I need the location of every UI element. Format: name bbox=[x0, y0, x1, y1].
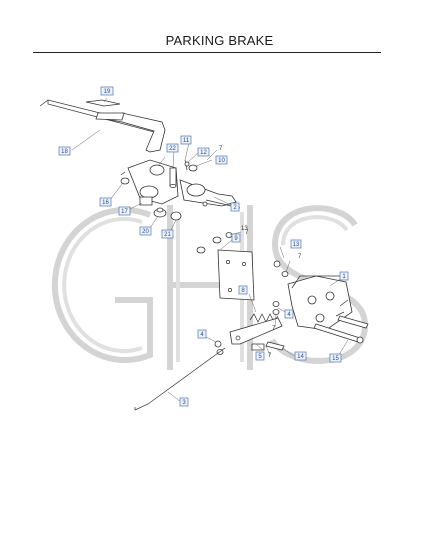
nut-10 bbox=[188, 164, 198, 172]
leader-lines bbox=[71, 97, 349, 403]
brake-rod-18 bbox=[39, 99, 166, 153]
bolt-15 bbox=[313, 315, 369, 344]
label-7-c: 7 bbox=[298, 254, 302, 260]
brake-bracket-1 bbox=[287, 275, 353, 331]
label-7-b: 7 bbox=[245, 230, 249, 236]
grip-cover-19 bbox=[85, 99, 121, 107]
bushing-16 bbox=[120, 171, 130, 185]
svg-text:8: 8 bbox=[241, 288, 245, 294]
svg-text:14: 14 bbox=[297, 354, 304, 360]
svg-text:10: 10 bbox=[218, 158, 225, 164]
svg-text:3: 3 bbox=[182, 400, 186, 406]
svg-text:4: 4 bbox=[200, 332, 204, 338]
pull-rod-3 bbox=[134, 347, 226, 411]
callout-16: 16 bbox=[99, 197, 112, 207]
callout-21: 21 bbox=[161, 229, 174, 239]
svg-text:12: 12 bbox=[200, 150, 207, 156]
hardware-13 bbox=[196, 232, 289, 277]
svg-text:5: 5 bbox=[258, 354, 262, 360]
callout-10: 10 bbox=[215, 155, 228, 165]
callout-18: 18 bbox=[58, 146, 71, 156]
callout-20: 20 bbox=[139, 226, 152, 236]
washer-21 bbox=[170, 211, 182, 221]
mount-plate-9 bbox=[217, 249, 255, 301]
svg-text:17: 17 bbox=[121, 209, 128, 215]
callout-22: 22 bbox=[166, 143, 179, 153]
svg-text:22: 22 bbox=[169, 146, 176, 152]
callout-2: 2 bbox=[230, 202, 240, 212]
callout-19: 19 bbox=[100, 86, 114, 96]
svg-text:19: 19 bbox=[104, 89, 111, 95]
callout-17: 17 bbox=[118, 206, 131, 216]
callout-9: 9 bbox=[231, 233, 241, 243]
svg-text:15: 15 bbox=[332, 356, 339, 362]
svg-text:20: 20 bbox=[142, 229, 149, 235]
flange-bushing-20 bbox=[153, 207, 167, 218]
svg-text:16: 16 bbox=[102, 200, 109, 206]
bushing-17 bbox=[139, 196, 153, 206]
title-rule bbox=[33, 52, 381, 53]
callout-15: 15 bbox=[329, 353, 342, 363]
callout-4b: 4 bbox=[284, 309, 294, 319]
callout-14: 14 bbox=[294, 351, 307, 361]
pin-12 bbox=[184, 161, 190, 167]
callout-8: 8 bbox=[238, 285, 248, 295]
page-title: PARKING BRAKE bbox=[165, 33, 274, 48]
svg-text:2: 2 bbox=[233, 205, 237, 211]
callout-3: 3 bbox=[179, 397, 189, 407]
callout-1: 1 bbox=[339, 271, 349, 281]
label-7-a: 7 bbox=[219, 146, 223, 152]
svg-text:9: 9 bbox=[234, 236, 238, 242]
svg-text:18: 18 bbox=[61, 149, 68, 155]
label-7-e: 7 bbox=[268, 353, 272, 359]
svg-text:4: 4 bbox=[287, 312, 291, 318]
svg-text:13: 13 bbox=[293, 242, 300, 248]
callout-13: 13 bbox=[290, 239, 302, 249]
callout-11: 11 bbox=[180, 135, 192, 145]
spacer-22 bbox=[169, 167, 177, 188]
svg-text:1: 1 bbox=[342, 274, 346, 280]
svg-text:11: 11 bbox=[183, 138, 190, 144]
callout-5: 5 bbox=[255, 351, 265, 361]
svg-text:21: 21 bbox=[164, 232, 171, 238]
callout-12: 12 bbox=[197, 147, 210, 157]
bolt-14 bbox=[265, 341, 285, 351]
callout-4a: 4 bbox=[197, 329, 207, 339]
label-7-d: 7 bbox=[272, 326, 276, 332]
label-13-b: 13 bbox=[241, 226, 248, 232]
